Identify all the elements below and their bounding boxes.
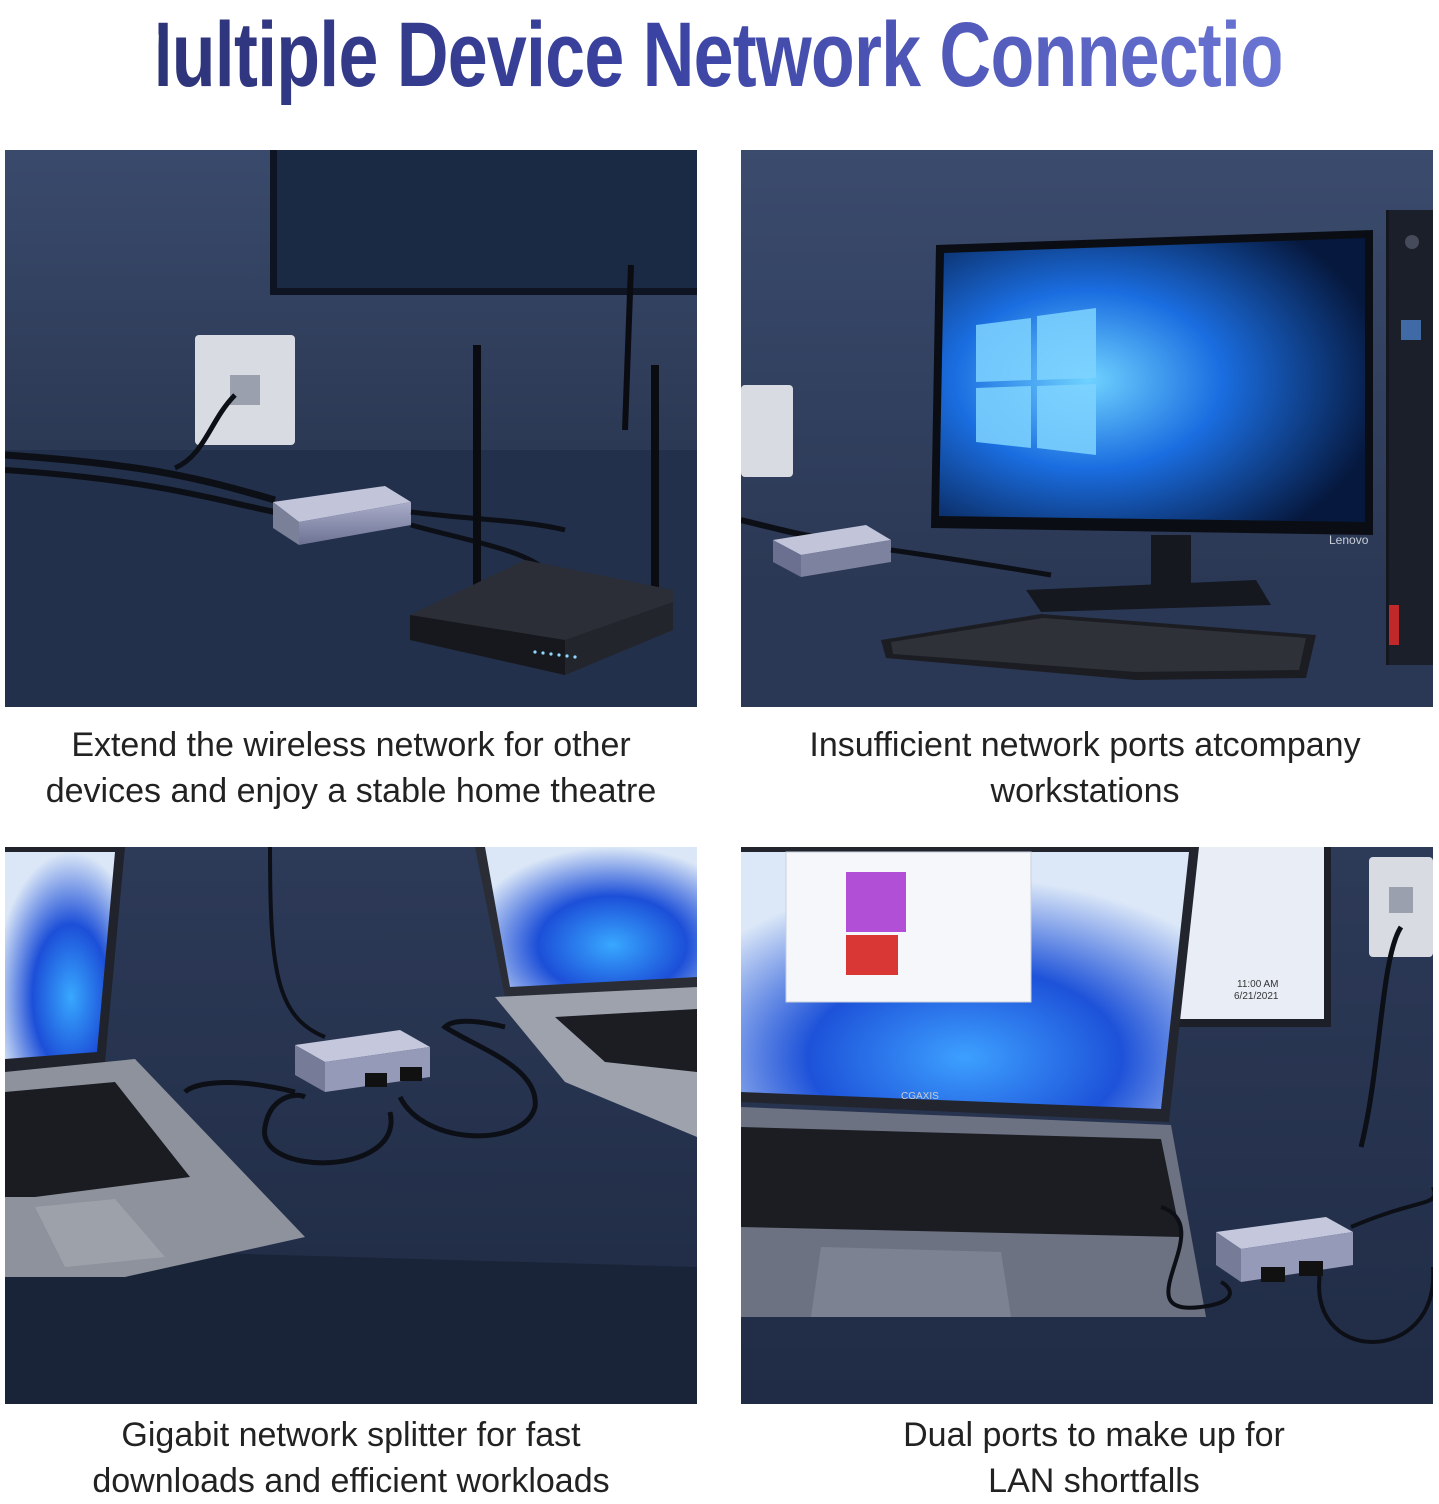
- tower-pc-icon: [1386, 210, 1433, 665]
- caption-line: devices and enjoy a stable home theatre: [45, 772, 657, 810]
- router-icon: [410, 264, 673, 675]
- caption-two-laptops: Gigabit network splitter for fast downlo…: [0, 1412, 711, 1504]
- laptop-icon: CGAXIS: [741, 847, 1206, 1317]
- splitter-icon: [1216, 1217, 1353, 1282]
- scene-laptop-monitor: 11:00 AM 6/21/2021 CGAXIS: [741, 847, 1433, 1404]
- laptop-icon: [5, 847, 305, 1277]
- monitor-icon: Lenovo: [931, 230, 1373, 612]
- scene-workstation: Lenovo: [741, 150, 1433, 707]
- caption-home-theatre: Extend the wireless network for other de…: [0, 722, 711, 814]
- laptop-icon: [475, 847, 697, 1137]
- laptop-brand-label: CGAXIS: [901, 1091, 939, 1102]
- splitter-icon: [773, 525, 891, 577]
- caption-line: Insufficient network ports atcompany: [809, 726, 1361, 764]
- wall-socket-icon: [1369, 857, 1433, 957]
- monitor-brand-label: Lenovo: [1329, 533, 1369, 547]
- caption-line: Dual ports to make up for: [903, 1416, 1285, 1454]
- caption-line: workstations: [990, 772, 1180, 810]
- scene-home-theatre: [5, 150, 697, 707]
- tv-icon: [270, 150, 697, 295]
- caption-line: Extend the wireless network for other: [71, 726, 631, 764]
- splitter-icon: [295, 1030, 430, 1092]
- taskbar-date: 6/21/2021: [1234, 991, 1279, 1002]
- keyboard-icon: [881, 614, 1316, 680]
- caption-line: Gigabit network splitter for fast: [121, 1416, 581, 1454]
- caption-workstation: Insufficient network ports atcompany wor…: [725, 722, 1439, 814]
- scene-two-laptops: [5, 847, 697, 1404]
- splitter-icon: [273, 486, 411, 545]
- caption-line: downloads and efficient workloads: [92, 1462, 610, 1500]
- caption-line: LAN shortfalls: [988, 1462, 1200, 1500]
- page-title: Multiple Device Network Connection: [113, 0, 1327, 110]
- caption-laptop-monitor: Dual ports to make up for LAN shortfalls: [734, 1412, 1439, 1504]
- taskbar-time: 11:00 AM: [1237, 979, 1279, 990]
- wall-socket-icon: [741, 385, 793, 477]
